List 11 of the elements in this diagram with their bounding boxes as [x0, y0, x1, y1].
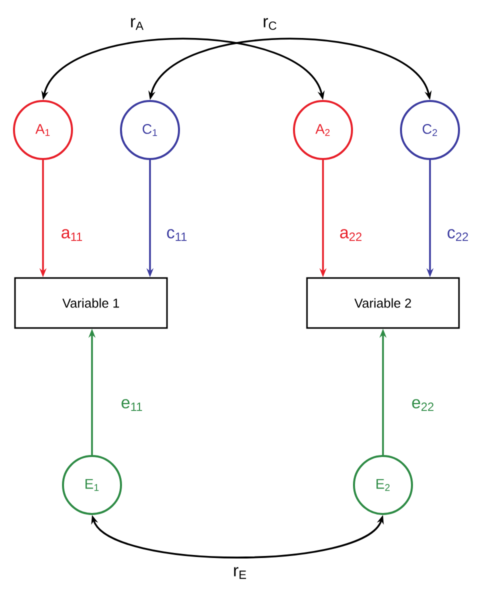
edge-label: e$_{11}$: [120, 398, 144, 412]
edge-label: r$_{C}$: [262, 17, 278, 31]
edge-label: c$_{11}$: [165, 228, 189, 242]
edge-label: c$_{22}$: [446, 228, 470, 242]
edge-label: r$_{A}$: [128, 17, 146, 31]
edge-label: a$_{11}$: [60, 228, 84, 242]
edge-label: r$_{E}$: [232, 566, 248, 580]
edge-label: a$_{22}$: [338, 228, 364, 242]
variable-box: Variable 2: [306, 277, 460, 329]
variable-box: Variable 1: [14, 277, 168, 329]
edge-label: e$_{22}$: [410, 398, 436, 412]
